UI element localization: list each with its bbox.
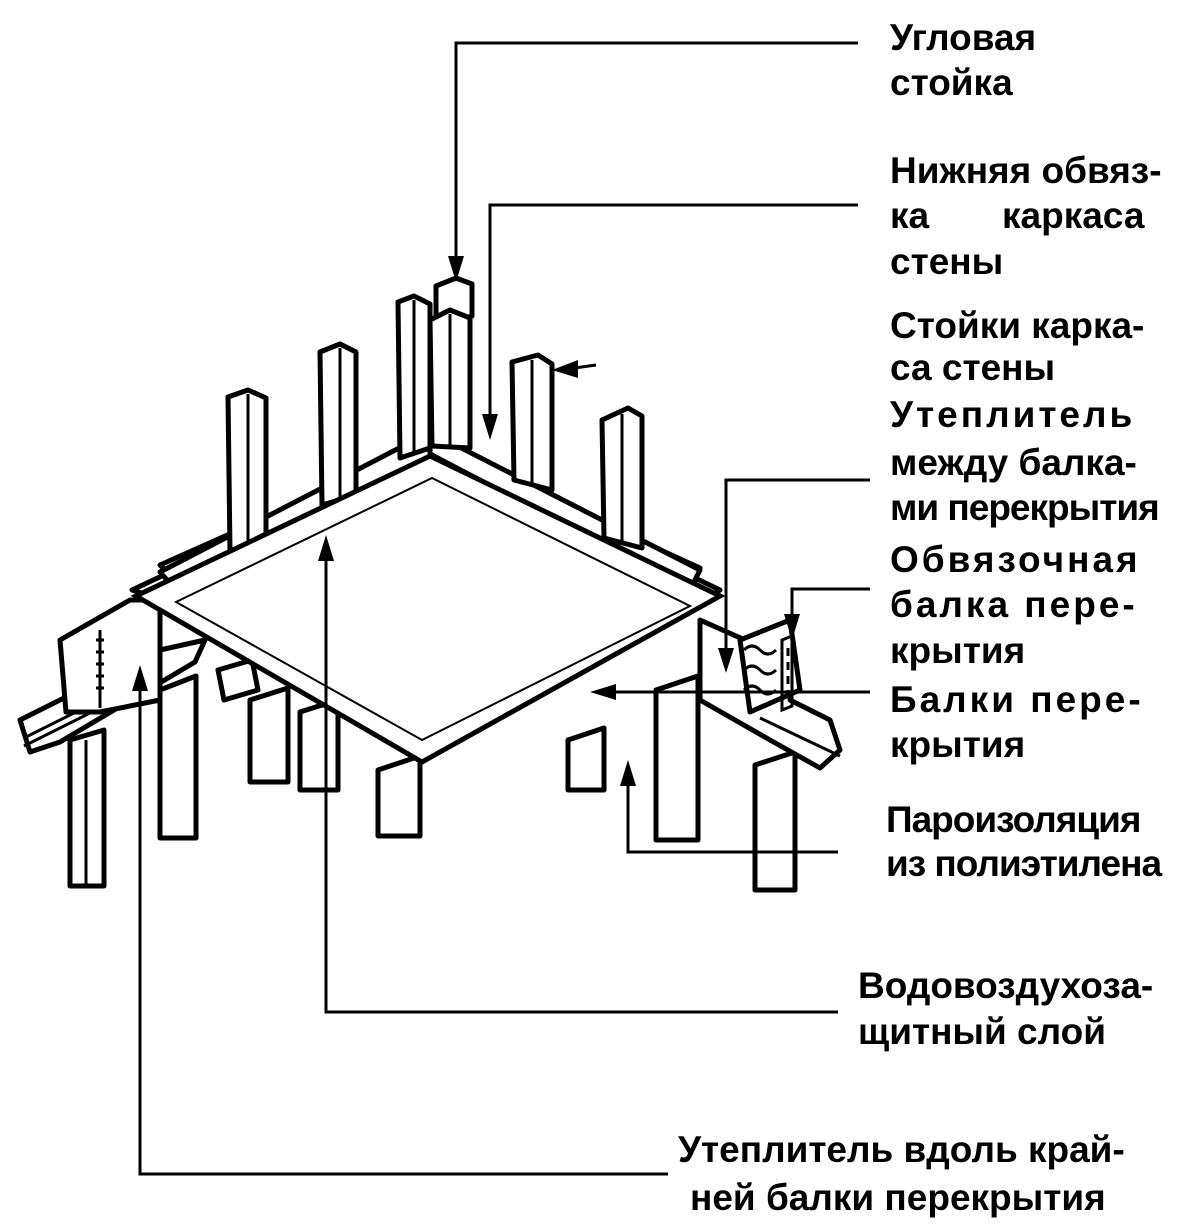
label-vapor-barrier-1: Пароизоляция [886,799,1140,840]
framing-drawing [17,275,843,893]
front-left-post [67,727,107,889]
label-vapor-barrier-2: из полиэтилена [886,843,1162,884]
label-rim-insulation-1: Утеплитель вдоль край- [678,1129,1125,1170]
label-bottom-plate-2: ка [890,195,930,236]
label-insulation-joists-2: между балка- [890,442,1137,483]
label-insulation-joists-1: Утеплитель [890,394,1135,435]
label-floor-joists-2: крытия [890,724,1025,765]
front-right-post [752,749,798,893]
label-wall-studs-1: Стойки карка- [890,305,1144,346]
leader-lines [132,41,870,1176]
corner-post [427,275,475,451]
wall-studs [225,293,645,555]
rim-insulation [96,638,104,690]
label-weather-barrier-2: щитный слой [858,1011,1106,1052]
labels: Угловая стойка Нижняя обвяз- ка каркаса … [678,17,1163,1218]
label-rim-joist-3: крытия [890,630,1025,671]
label-floor-joists-1: Балки пере- [890,679,1144,720]
label-wall-studs-2: са стены [890,347,1055,388]
label-bottom-plate-1: Нижняя обвяз- [890,150,1162,191]
floor-joists [157,657,701,843]
label-rim-joist-1: Обвязочная [890,539,1141,580]
label-corner-post-2: стойка [890,62,1013,103]
label-rim-joist-2: балка пере- [890,584,1138,625]
label-insulation-joists-3: ми перекрытия [890,487,1159,528]
label-rim-insulation-2: ней балки перекрытия [690,1177,1106,1218]
label-bottom-plate-4: стены [890,241,1003,282]
label-bottom-plate-3: каркаса [1002,195,1145,236]
label-corner-post-1: Угловая [890,17,1036,58]
label-weather-barrier-1: Водовоздухоза- [858,965,1153,1006]
